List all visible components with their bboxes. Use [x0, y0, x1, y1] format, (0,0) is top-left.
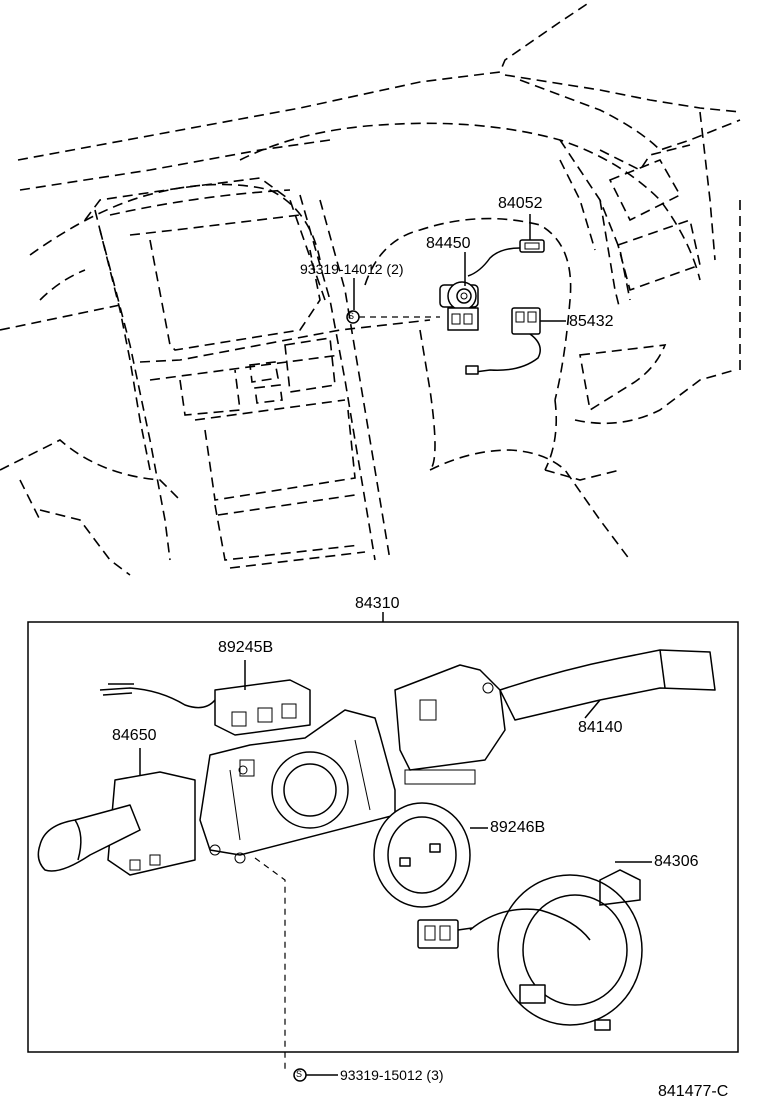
spiral-cable-84306	[417, 861, 652, 1031]
switch-84052	[467, 239, 545, 277]
label-84306: 84306	[654, 853, 699, 870]
ring-89246b	[373, 802, 488, 908]
label-84140: 84140	[578, 719, 623, 736]
dashboard-outline	[0, 1, 741, 576]
wiring-89245b	[99, 660, 311, 736]
screw-lower	[254, 857, 338, 1082]
leader-lines-upper	[464, 214, 566, 322]
label-89245b: 89245B	[218, 639, 274, 656]
label-84052: 84052	[498, 195, 543, 212]
figure-id: 841477-C	[658, 1083, 729, 1100]
label-84310: 84310	[355, 595, 400, 612]
screw-upper	[346, 278, 440, 324]
label-84450: 84450	[426, 235, 471, 252]
label-84650: 84650	[112, 727, 157, 744]
light-switch-84650	[37, 748, 196, 876]
ignition-switch-84450	[439, 280, 479, 331]
label-85432: 85432	[569, 313, 614, 330]
label-93319-14012: 93319-14012 (2)	[300, 261, 404, 277]
label-93319-15012: 93319-15012 (3)	[340, 1067, 444, 1083]
screw-symbol-upper: S	[348, 311, 355, 321]
label-89246b: 89246B	[490, 819, 546, 836]
switch-body	[199, 709, 396, 864]
screw-symbol-lower: S	[296, 1069, 303, 1079]
wiper-switch-84140	[394, 649, 716, 785]
